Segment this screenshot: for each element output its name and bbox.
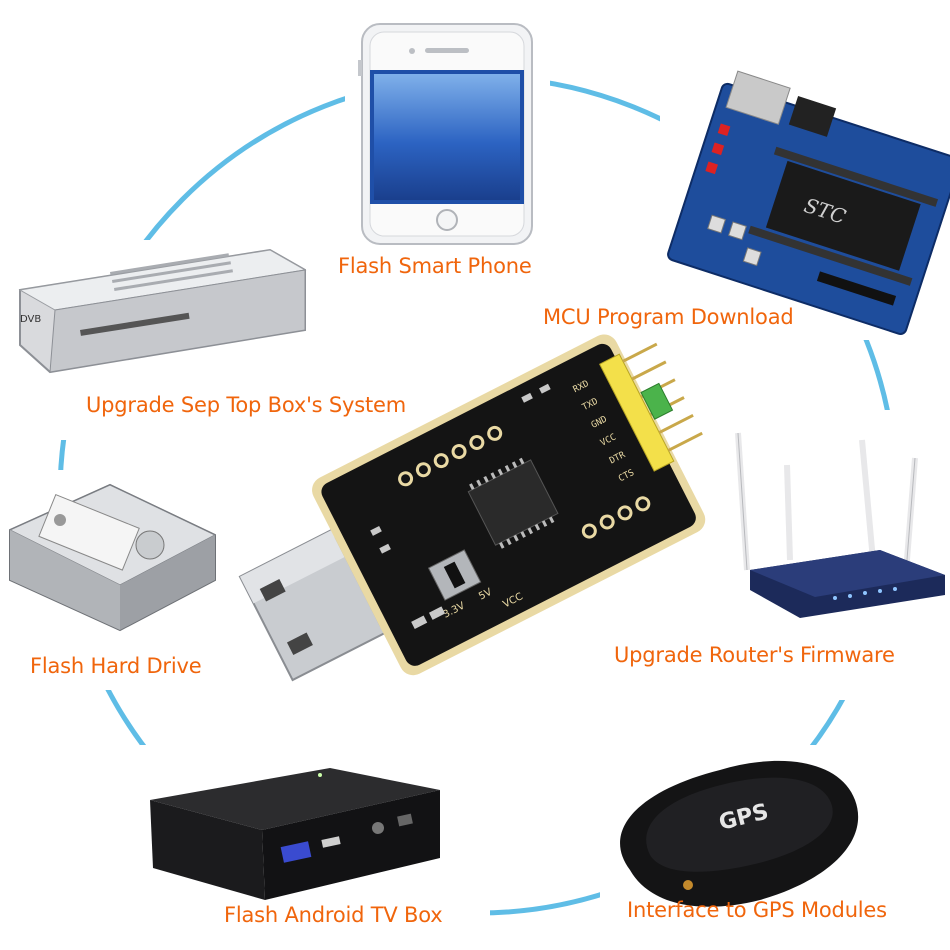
- label-upgrade-set-top-box: Upgrade Sep Top Box's System: [86, 393, 406, 417]
- gps-module-icon: GPS: [620, 760, 859, 907]
- mcu-board-icon: STC: [667, 70, 950, 335]
- label-flash-hard-drive: Flash Hard Drive: [30, 654, 202, 678]
- usb-serial-adapter-icon: 3.3V 5V VCC RXD TXD GND VCC DTR CTS: [238, 334, 706, 682]
- label-upgrade-router-firmware: Upgrade Router's Firmware: [614, 643, 895, 667]
- label-interface-gps-modules: Interface to GPS Modules: [627, 898, 887, 922]
- label-flash-android-tv-box: Flash Android TV Box: [224, 903, 443, 927]
- smartphone-icon: [358, 23, 533, 245]
- hard-drive-icon: [8, 483, 217, 632]
- label-flash-smart-phone: Flash Smart Phone: [338, 254, 532, 278]
- router-icon: [735, 432, 945, 618]
- svg-text:DVB: DVB: [20, 314, 41, 325]
- set-top-box-icon: DVB: [18, 248, 307, 374]
- label-mcu-program-download: MCU Program Download: [543, 305, 794, 329]
- svg-text:5V: 5V: [477, 587, 494, 603]
- android-tv-box-icon: [150, 768, 440, 900]
